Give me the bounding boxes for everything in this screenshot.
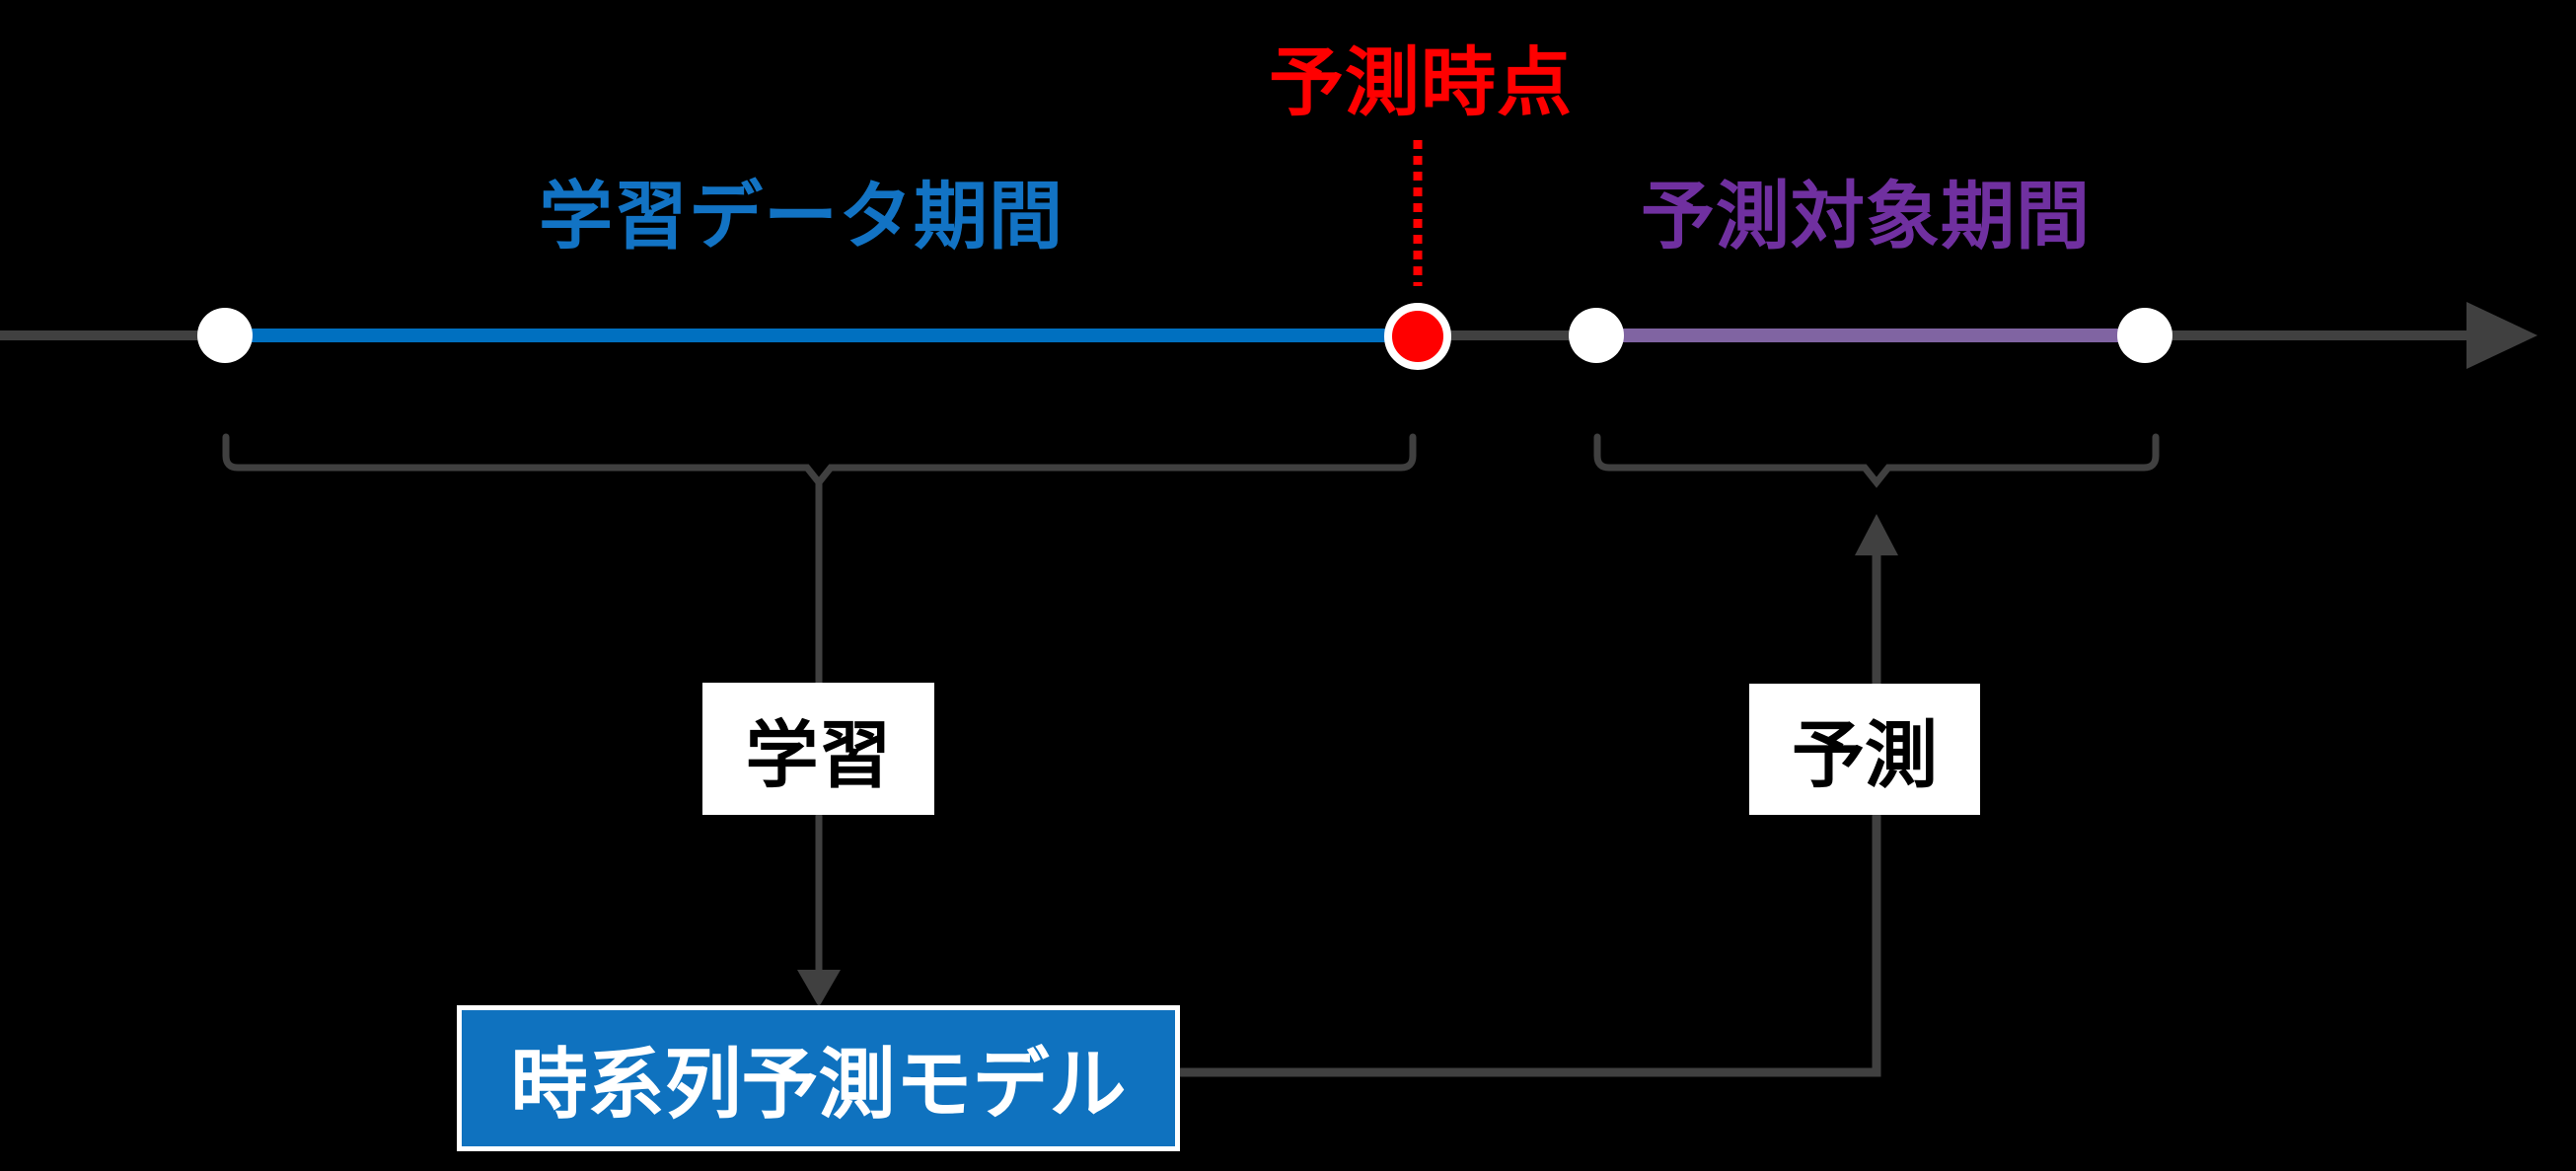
forecast-start-marker: [1569, 308, 1624, 363]
training-period-label: 学習データ期間: [538, 175, 1065, 257]
forecast-period-label: 予測対象期間: [1640, 175, 2092, 257]
training-start-marker: [197, 308, 253, 363]
forecast-end-marker: [2117, 308, 2172, 363]
timeline-axis-arrowhead-icon: [2466, 302, 2538, 369]
forecast-period-brace: [1593, 433, 2160, 488]
training-step-box: 学習: [702, 683, 934, 815]
prediction-point-label: 予測時点: [1269, 41, 1573, 125]
time-series-model-box: 時系列予測モデル: [457, 1005, 1180, 1151]
prediction-point-marker: [1384, 303, 1451, 370]
training-connector-arrowhead-icon: [797, 970, 841, 1007]
forecast-connector-arrowhead-icon: [1855, 514, 1898, 555]
training-period-brace: [222, 433, 1417, 488]
prediction-step-box: 予測: [1749, 684, 1980, 815]
